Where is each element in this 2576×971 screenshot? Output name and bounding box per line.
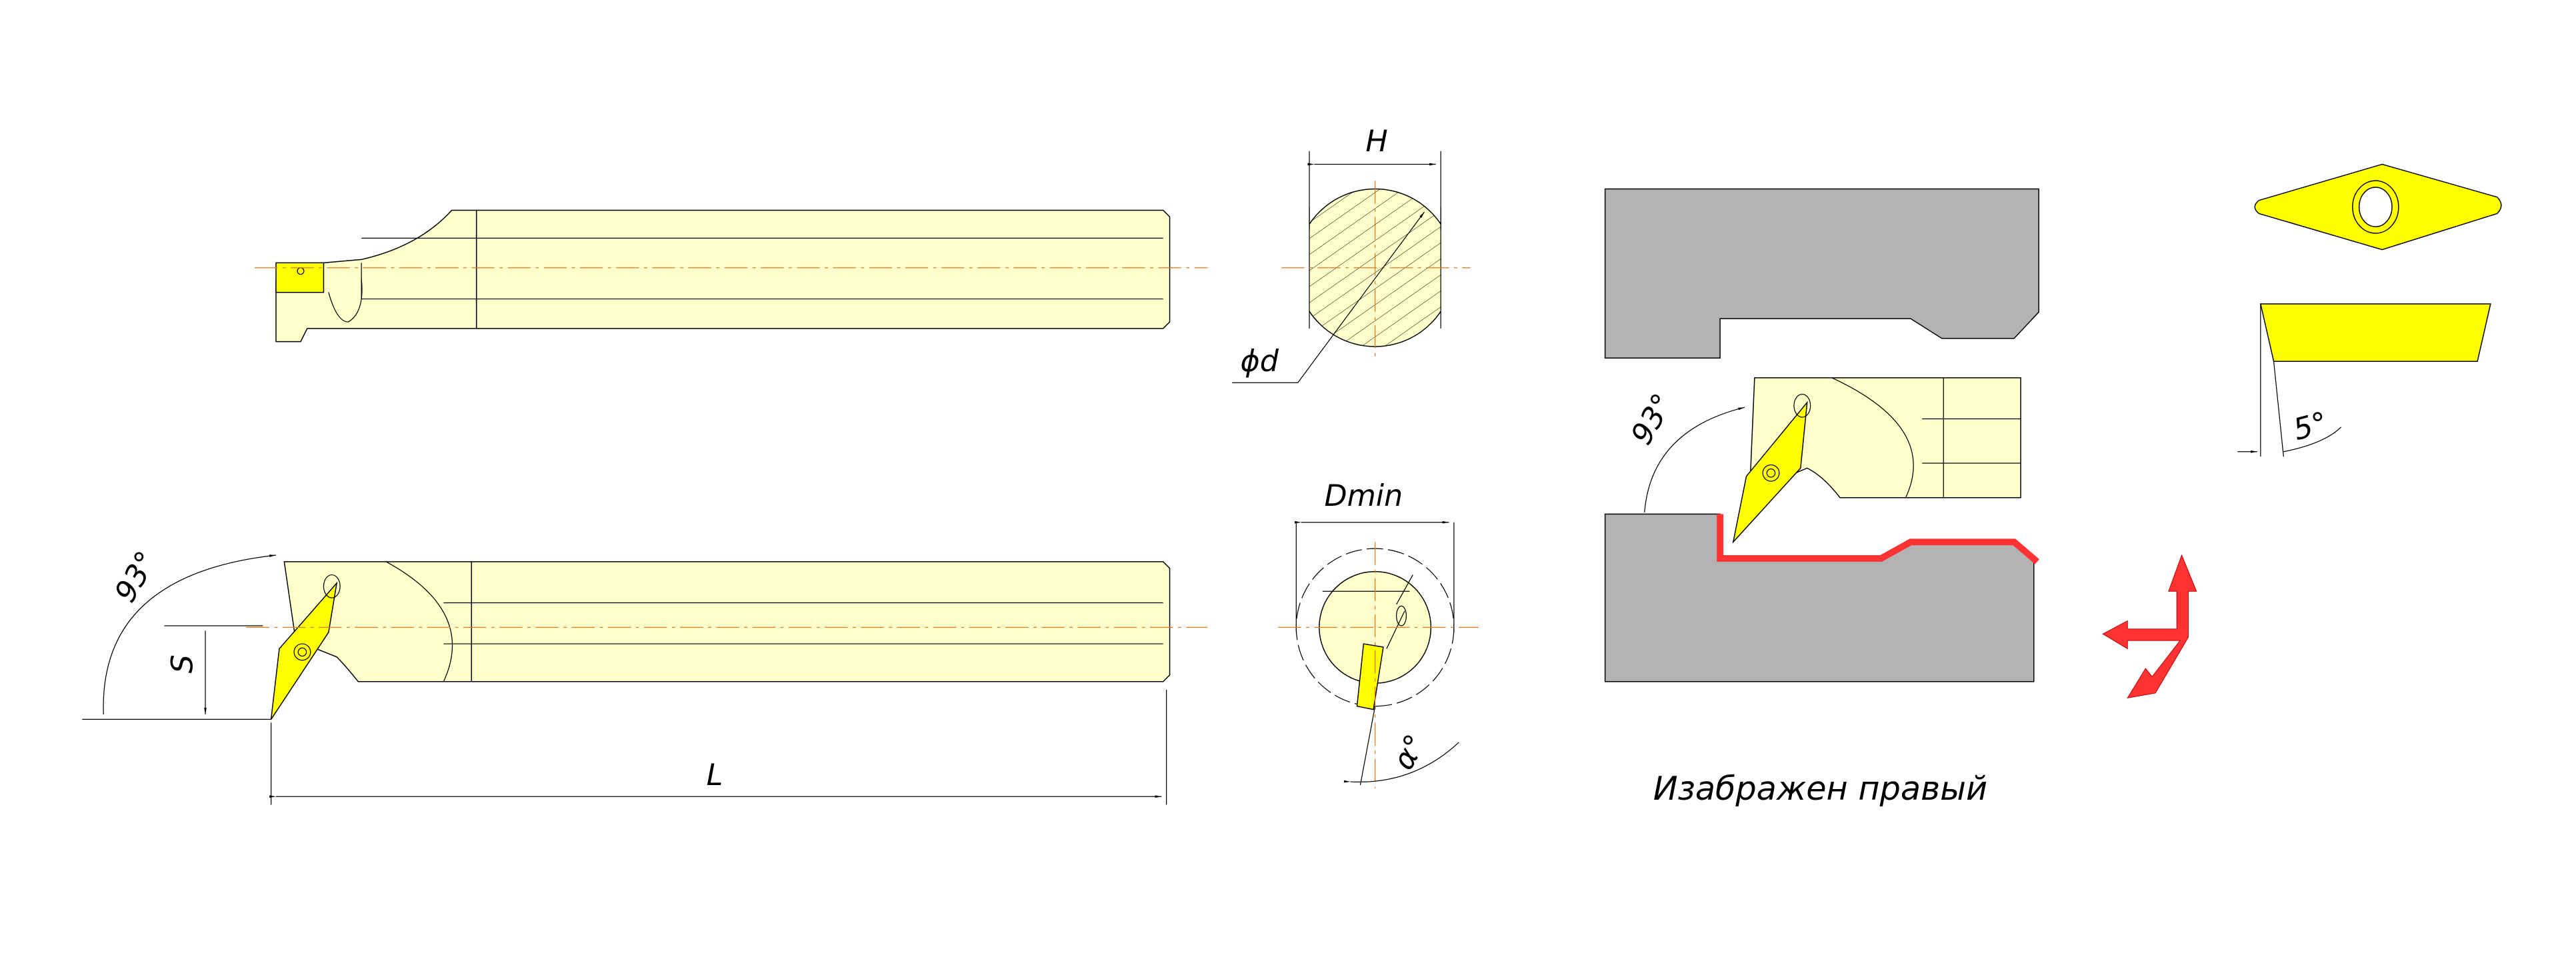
shank-section: H ϕd [1232, 125, 1471, 383]
dim-label-d: ϕd [1241, 345, 1279, 379]
holder-side-view: L S 93° [82, 546, 1208, 805]
insert-views: 5° [2237, 163, 2502, 457]
caption: Изабражен правый [1653, 769, 1987, 808]
dim-label-H: H [1365, 125, 1387, 159]
angle-label-93-scheme: 93° [1625, 388, 1680, 451]
insert-top-view [275, 262, 325, 293]
machining-scheme: 93° [1604, 188, 2197, 699]
dim-label-Dmin: Dmin [1324, 479, 1403, 513]
dim-label-S: S [165, 654, 199, 673]
angle-label-alpha: α° [1387, 729, 1433, 776]
dim-label-L: L [707, 758, 723, 792]
angle-label-5: 5° [2290, 406, 2331, 447]
feed-direction-arrows [2102, 554, 2197, 699]
insert-side-view-profile [2259, 303, 2491, 362]
min-bore-section: Dmin α° [1278, 479, 1479, 788]
workpiece-top [1604, 188, 2039, 359]
holder-top-view [254, 209, 1208, 343]
cut-path [1717, 514, 2039, 564]
angle-label-93: 93° [109, 546, 164, 608]
